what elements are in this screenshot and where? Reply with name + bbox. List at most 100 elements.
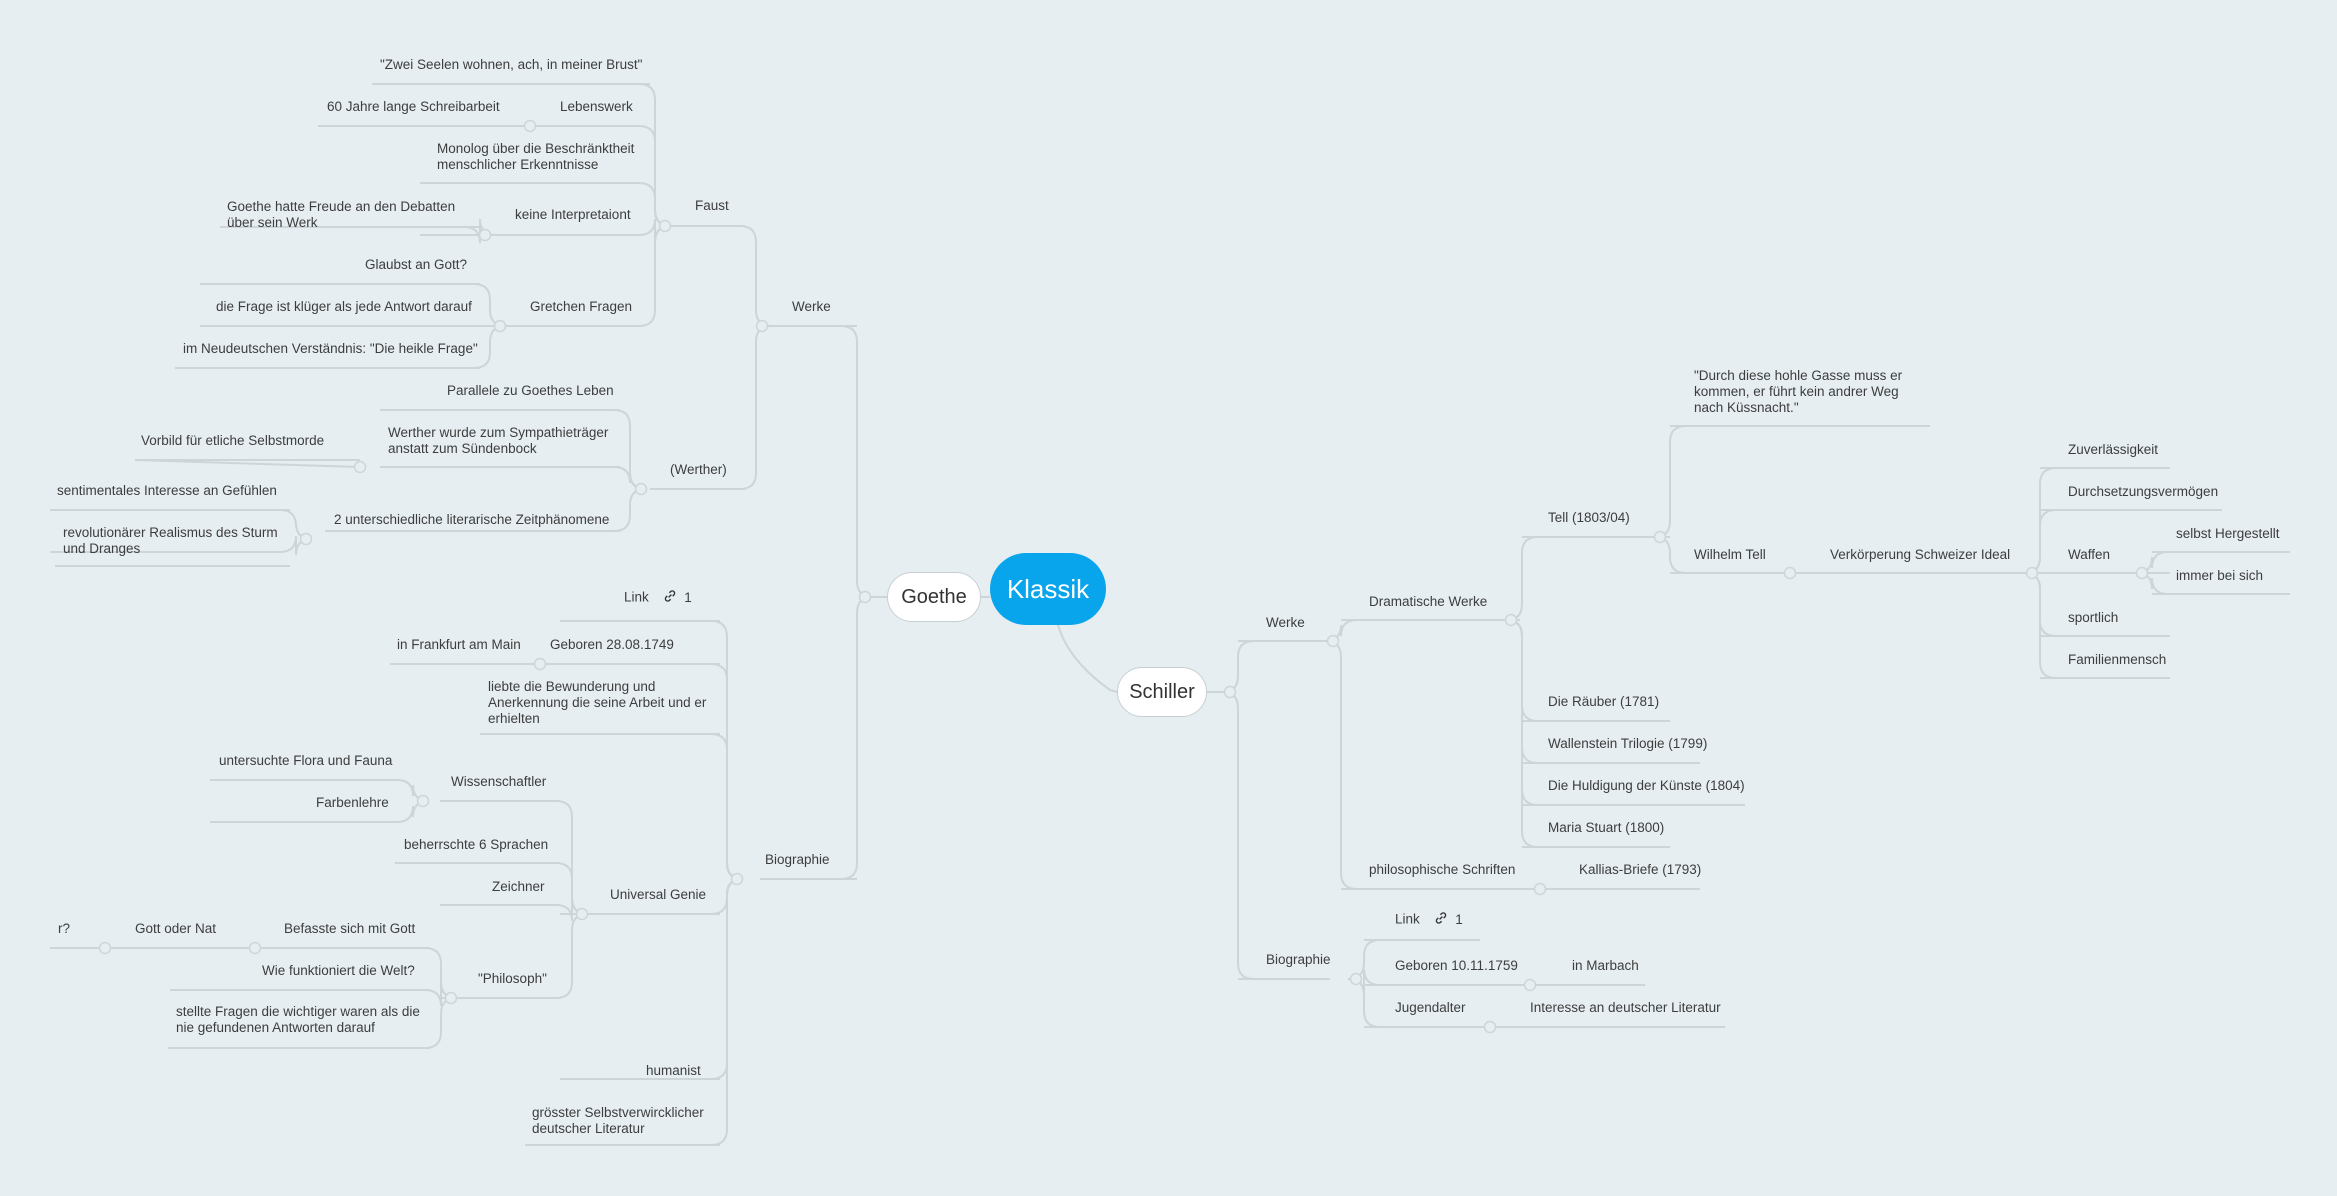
node-glaubst[interactable]: Glaubst an Gott?	[365, 257, 468, 272]
node-philosoph[interactable]: "Philosoph"	[478, 971, 547, 986]
node-huldigung[interactable]: Die Huldigung der Künste (1804)	[1548, 778, 1745, 793]
node-zwei-seelen[interactable]: "Zwei Seelen wohnen, ach, in meiner Brus…	[380, 57, 643, 72]
collapse-toggle[interactable]	[1783, 566, 1797, 580]
node-schiller-werke[interactable]: Werke	[1266, 615, 1305, 630]
topic-schiller[interactable]: Schiller	[1117, 667, 1207, 717]
node-goethe-werke[interactable]: Werke	[792, 299, 831, 314]
node-frankfurt[interactable]: in Frankfurt am Main	[397, 637, 521, 652]
node-maria-stuart[interactable]: Maria Stuart (1800)	[1548, 820, 1665, 835]
node-verkoerperung[interactable]: Verkörperung Schweizer Ideal	[1830, 547, 2011, 562]
collapse-toggle[interactable]	[533, 657, 547, 671]
collapse-toggle[interactable]	[299, 532, 313, 546]
node-monolog[interactable]: Monolog über die Beschränktheit menschli…	[437, 141, 635, 172]
node-dramatische-werke[interactable]: Dramatische Werke	[1369, 594, 1488, 609]
collapse-toggle[interactable]	[2025, 566, 2039, 580]
node-groesster[interactable]: grösster Selbstverwircklicher deutscher …	[532, 1105, 704, 1136]
node-farbenlehre[interactable]: Farbenlehre	[316, 795, 389, 810]
collapse-toggle[interactable]	[248, 941, 262, 955]
collapse-toggle[interactable]	[353, 460, 367, 474]
node-neudeutsch[interactable]: im Neudeutschen Verständnis: "Die heikle…	[183, 341, 478, 356]
link-icon[interactable]	[663, 589, 677, 607]
node-stellte-fragen[interactable]: stellte Fragen die wichtiger waren als d…	[176, 1004, 420, 1035]
node-marbach[interactable]: in Marbach	[1572, 958, 1639, 973]
node-schiller-link[interactable]: Link 1	[1395, 911, 1463, 929]
collapse-toggle[interactable]	[1223, 685, 1237, 699]
node-befasste[interactable]: Befasste sich mit Gott	[284, 921, 416, 936]
node-flora-fauna[interactable]: untersuchte Flora und Fauna	[219, 753, 393, 768]
node-vorbild[interactable]: Vorbild für etliche Selbstmorde	[141, 433, 325, 448]
node-waffen[interactable]: Waffen	[2068, 547, 2111, 562]
collapse-toggle[interactable]	[1533, 882, 1547, 896]
node-frage-klueger[interactable]: die Frage ist klüger als jede Antwort da…	[216, 299, 472, 314]
node-lebenswerk[interactable]: Lebenswerk	[560, 99, 633, 114]
node-keine-interpretation[interactable]: keine Interpretaiont	[515, 207, 631, 222]
node-wallenstein[interactable]: Wallenstein Trilogie (1799)	[1548, 736, 1708, 751]
collapse-toggle[interactable]	[98, 941, 112, 955]
node-gretchen-fragen[interactable]: Gretchen Fragen	[530, 299, 633, 314]
node-zuverlaessigkeit[interactable]: Zuverlässigkeit	[2068, 442, 2159, 457]
collapse-toggle[interactable]	[416, 794, 430, 808]
node-parallele[interactable]: Parallele zu Goethes Leben	[447, 383, 614, 398]
collapse-toggle[interactable]	[1326, 634, 1340, 648]
link-icon[interactable]	[1434, 911, 1448, 929]
collapse-toggle[interactable]	[1523, 978, 1537, 992]
node-goethe-biographie[interactable]: Biographie	[765, 852, 830, 867]
root-topic-klassik[interactable]: Klassik	[990, 553, 1106, 625]
node-humanist[interactable]: humanist	[646, 1063, 701, 1078]
collapse-toggle[interactable]	[1483, 1020, 1497, 1034]
node-gott-oder-nat[interactable]: Gott oder Nat	[135, 921, 217, 936]
topic-goethe[interactable]: Goethe	[887, 572, 981, 622]
collapse-toggle[interactable]	[444, 991, 458, 1005]
node-tell[interactable]: Tell (1803/04)	[1548, 510, 1630, 525]
collapse-toggle[interactable]	[1349, 972, 1363, 986]
node-60-jahre[interactable]: 60 Jahre lange Schreibarbeit	[327, 99, 500, 114]
node-durchsetzung[interactable]: Durchsetzungsvermögen	[2068, 484, 2219, 499]
node-raeuber[interactable]: Die Räuber (1781)	[1548, 694, 1660, 709]
node-zeichner[interactable]: Zeichner	[492, 879, 545, 894]
node-sympathietraeger[interactable]: Werther wurde zum Sympathieträger anstat…	[388, 425, 609, 456]
collapse-toggle[interactable]	[523, 119, 537, 133]
link-label[interactable]: Link	[624, 589, 649, 605]
node-faust[interactable]: Faust	[695, 198, 729, 213]
node-schiller-biographie[interactable]: Biographie	[1266, 952, 1331, 967]
node-immer-bei-sich[interactable]: immer bei sich	[2176, 568, 2264, 583]
node-wilhelm-tell[interactable]: Wilhelm Tell	[1694, 547, 1766, 562]
node-sportlich[interactable]: sportlich	[2068, 610, 2119, 625]
node-wissenschaftler[interactable]: Wissenschaftler	[451, 774, 547, 789]
node-sprachen[interactable]: beherrschte 6 Sprachen	[404, 837, 549, 852]
connector-line	[2023, 572, 2170, 637]
node-wie-funktioniert[interactable]: Wie funktioniert die Welt?	[262, 963, 415, 978]
collapse-toggle[interactable]	[575, 907, 589, 921]
node-jugendalter[interactable]: Jugendalter	[1395, 1000, 1466, 1015]
node-liebte[interactable]: liebte die Bewunderung und Anerkennung d…	[488, 679, 707, 726]
node-zeitphaenomene[interactable]: 2 unterschiedliche literarische Zeitphän…	[334, 512, 610, 527]
node-selbst-hergestellt[interactable]: selbst Hergestellt	[2176, 526, 2280, 541]
node-hohle-gasse[interactable]: "Durch diese hohle Gasse muss er kommen,…	[1694, 368, 1903, 415]
node-debatten[interactable]: Goethe hatte Freude an den Debatten über…	[227, 199, 456, 230]
node-goethe-geboren[interactable]: Geboren 28.08.1749	[550, 637, 674, 652]
collapse-toggle[interactable]	[634, 482, 648, 496]
collapse-toggle[interactable]	[730, 872, 744, 886]
node-sentimental[interactable]: sentimentales Interesse an Gefühlen	[57, 483, 277, 498]
collapse-toggle[interactable]	[478, 228, 492, 242]
node-schiller-geboren[interactable]: Geboren 10.11.1759	[1395, 958, 1518, 973]
node-realismus[interactable]: revolutionärer Realismus des Sturm und D…	[63, 525, 278, 556]
collapse-toggle[interactable]	[858, 590, 872, 604]
collapse-toggle[interactable]	[1653, 530, 1667, 544]
link-label[interactable]: Link	[1395, 911, 1420, 927]
node-r[interactable]: r?	[58, 921, 71, 936]
collapse-toggle[interactable]	[493, 319, 507, 333]
collapse-toggle[interactable]	[2135, 566, 2149, 580]
collapse-toggle[interactable]	[755, 319, 769, 333]
collapse-toggle[interactable]	[1504, 613, 1518, 627]
collapse-toggle[interactable]	[658, 219, 672, 233]
node-familienmensch[interactable]: Familienmensch	[2068, 652, 2167, 667]
node-philosophische-schriften[interactable]: philosophische Schriften	[1369, 862, 1516, 877]
connector-line	[170, 981, 458, 1007]
node-interesse-literatur[interactable]: Interesse an deutscher Literatur	[1530, 1000, 1721, 1015]
node-universal-genie[interactable]: Universal Genie	[610, 887, 707, 902]
node-werther[interactable]: (Werther)	[670, 462, 727, 477]
node-goethe-link[interactable]: Link 1	[624, 589, 692, 607]
node-kallias[interactable]: Kallias-Briefe (1793)	[1579, 862, 1702, 877]
